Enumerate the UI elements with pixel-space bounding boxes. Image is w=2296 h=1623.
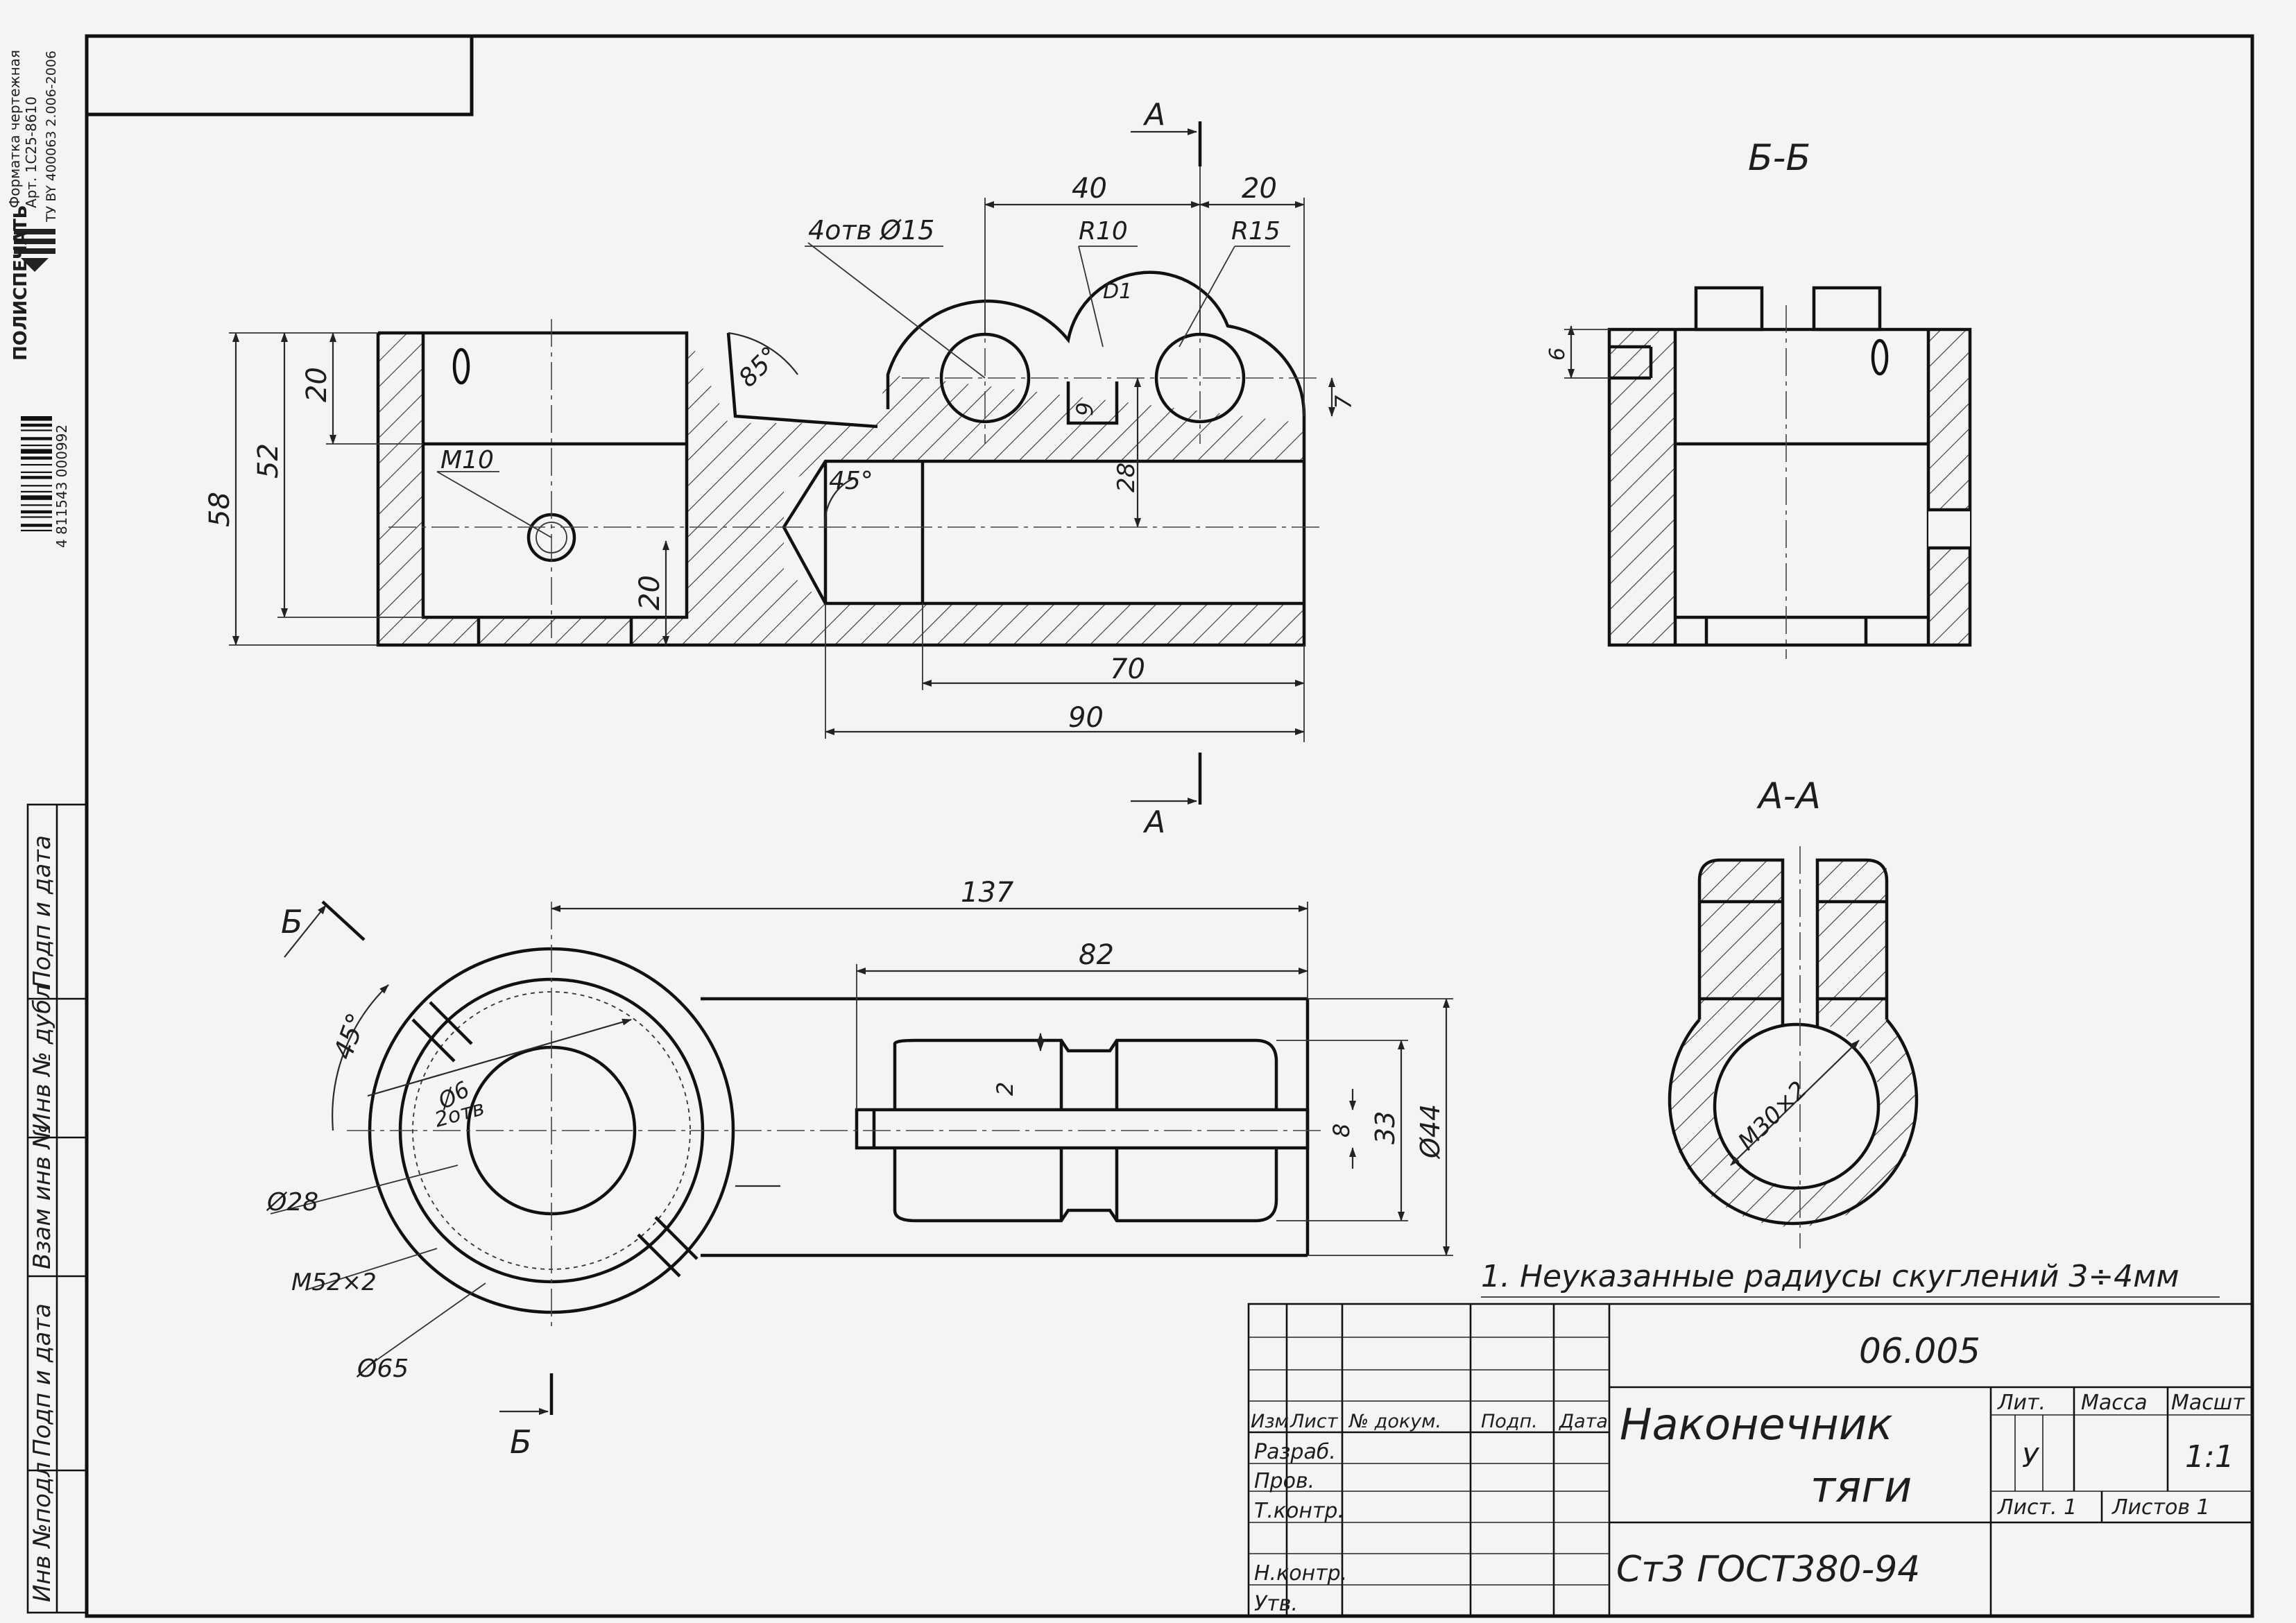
barcode <box>21 416 52 531</box>
dim-33: 33 <box>1370 1111 1400 1144</box>
col-doc: № докум. <box>1348 1411 1441 1432</box>
col-izm: Изм <box>1251 1411 1289 1432</box>
dim-d44: Ø44 <box>1415 1104 1446 1160</box>
barcode-bar <box>21 516 52 518</box>
col-list: Лист <box>1290 1411 1339 1432</box>
dim-28: 28 <box>1113 463 1140 492</box>
dim-82: 82 <box>1079 939 1114 971</box>
barcode-bar <box>21 476 52 479</box>
dim-20-low: 20 <box>634 575 666 610</box>
dim-2: 2 <box>992 1082 1018 1096</box>
barcode-bar <box>21 416 52 421</box>
barcode-bar <box>21 495 52 500</box>
sheets-label: Листов 1 <box>2111 1495 2210 1520</box>
barcode-bar <box>21 510 52 514</box>
barcode-number: 4 811543 000992 <box>53 424 70 548</box>
dim-85: 85° <box>733 341 785 393</box>
title-block: 06.005 Наконечник тяги Ст3 ГОСТ380-94 Из… <box>1247 1303 2254 1617</box>
dim-45-top: 45° <box>327 1009 372 1063</box>
row-prov: Пров. <box>1254 1469 1314 1493</box>
lit-label: Лит. <box>1997 1391 2046 1415</box>
dim-m52: M52×2 <box>291 1269 377 1296</box>
front-view: А А 40 20 4отв Ø15 R10 R15 D1 58 52 20 8… <box>204 97 1357 840</box>
barcode-bar <box>21 504 52 506</box>
dim-137: 137 <box>961 877 1014 909</box>
section-aa-title: А-А <box>1756 775 1821 817</box>
barcode-bar <box>21 456 52 460</box>
dim-90: 90 <box>1068 702 1104 734</box>
dim-20-side: 20 <box>301 367 333 402</box>
side-stamp: Инв №подл Подп и дата Взам инв № Инв № д… <box>26 803 88 1614</box>
lit-value: У <box>2022 1443 2040 1473</box>
stamp-inv-dubl: Инв № дубл <box>28 984 56 1131</box>
cut-mark-a-top: А <box>1142 97 1165 132</box>
barcode-bar <box>21 490 52 492</box>
doc-number: 06.005 <box>1859 1331 1980 1371</box>
cut-mark-b-top: Б <box>281 903 303 941</box>
manufacturer-brand: ПОЛИСПЕЧАТЬ <box>10 205 31 361</box>
barcode-bar <box>21 437 52 440</box>
stamp-inv-podl: Инв №подл <box>28 1462 56 1602</box>
barcode-bar <box>21 529 52 531</box>
part-name-line1: Наконечник <box>1620 1399 1893 1450</box>
dim-r10: R10 <box>1079 217 1128 246</box>
dim-9: 9 <box>1072 402 1098 416</box>
dim-d28: Ø28 <box>266 1188 318 1217</box>
manufacturer-logo <box>14 229 55 272</box>
section-bb: Б-Б 6 <box>1545 137 1972 659</box>
dim-6: 6 <box>1545 347 1570 361</box>
barcode-bar <box>21 449 52 454</box>
dim-m10: M10 <box>440 446 494 474</box>
technical-note: 1. Неуказанные радиусы скуглений 3÷4мм <box>1481 1259 2220 1298</box>
material: Ст3 ГОСТ380-94 <box>1616 1549 1920 1590</box>
row-utv: Утв. <box>1254 1592 1298 1616</box>
manufacturer-article: Арт. 1С25-8610 <box>23 96 40 208</box>
barcode-bar <box>21 464 52 466</box>
cut-mark-b-bottom: Б <box>510 1423 532 1461</box>
stamp-podp-data-2: Подп и дата <box>28 835 56 988</box>
col-date: Дата <box>1559 1411 1608 1432</box>
manufacturer-product: Форматка чертежная <box>6 50 23 208</box>
sheet-label: Лист. 1 <box>1997 1495 2077 1520</box>
row-nkontr: Н.контр. <box>1254 1561 1347 1586</box>
row-tkontr: Т.контр. <box>1254 1499 1344 1523</box>
dim-45-chamfer: 45° <box>829 467 873 495</box>
dim-r15: R15 <box>1231 217 1280 246</box>
barcode-bar <box>21 471 52 473</box>
manufacturer-spec: ТУ BY 400063 2.006-2006 <box>44 51 59 223</box>
section-aa: А-А M30×2 <box>1668 775 1919 1248</box>
barcode-bar <box>21 445 52 447</box>
dim-8: 8 <box>1328 1124 1355 1137</box>
dim-d65: Ø65 <box>356 1355 409 1383</box>
barcode-bar <box>21 485 52 487</box>
manufacturer-strip: ПОЛИСПЕЧАТЬ Форматка чертежная Арт. 1С25… <box>6 50 70 548</box>
col-podp: Подп. <box>1481 1411 1538 1432</box>
dim-70: 70 <box>1110 653 1145 685</box>
dim-40: 40 <box>1072 173 1107 205</box>
cut-mark-a-bottom: А <box>1142 805 1165 840</box>
scale-value: 1:1 <box>2185 1439 2234 1475</box>
mass-label: Масса <box>2081 1391 2148 1415</box>
dim-52: 52 <box>252 443 284 479</box>
barcode-bar <box>21 524 52 527</box>
stamp-podp-data-1: Подп и дата <box>28 1303 56 1457</box>
part-name-line2: тяги <box>1810 1461 1912 1512</box>
dim-7: 7 <box>1330 395 1357 409</box>
stamp-vzam-inv: Взам инв № <box>28 1124 56 1269</box>
dim-58: 58 <box>204 492 236 527</box>
note-text: 1. Неуказанные радиусы скуглений 3÷4мм <box>1481 1259 2179 1294</box>
row-razrab: Разраб. <box>1254 1440 1336 1464</box>
dim-20-top: 20 <box>1242 173 1277 205</box>
dim-d1: D1 <box>1103 280 1132 304</box>
barcode-bar <box>21 429 52 431</box>
barcode-bar <box>21 423 52 427</box>
section-bb-title: Б-Б <box>1748 137 1810 179</box>
top-view: Б Б 137 82 45° Ø6 2отв 2 8 33 Ø44 Ø28 M5… <box>266 877 1453 1461</box>
dim-holes: 4отв Ø15 <box>808 215 934 246</box>
scale-label: Масшт <box>2171 1391 2245 1415</box>
